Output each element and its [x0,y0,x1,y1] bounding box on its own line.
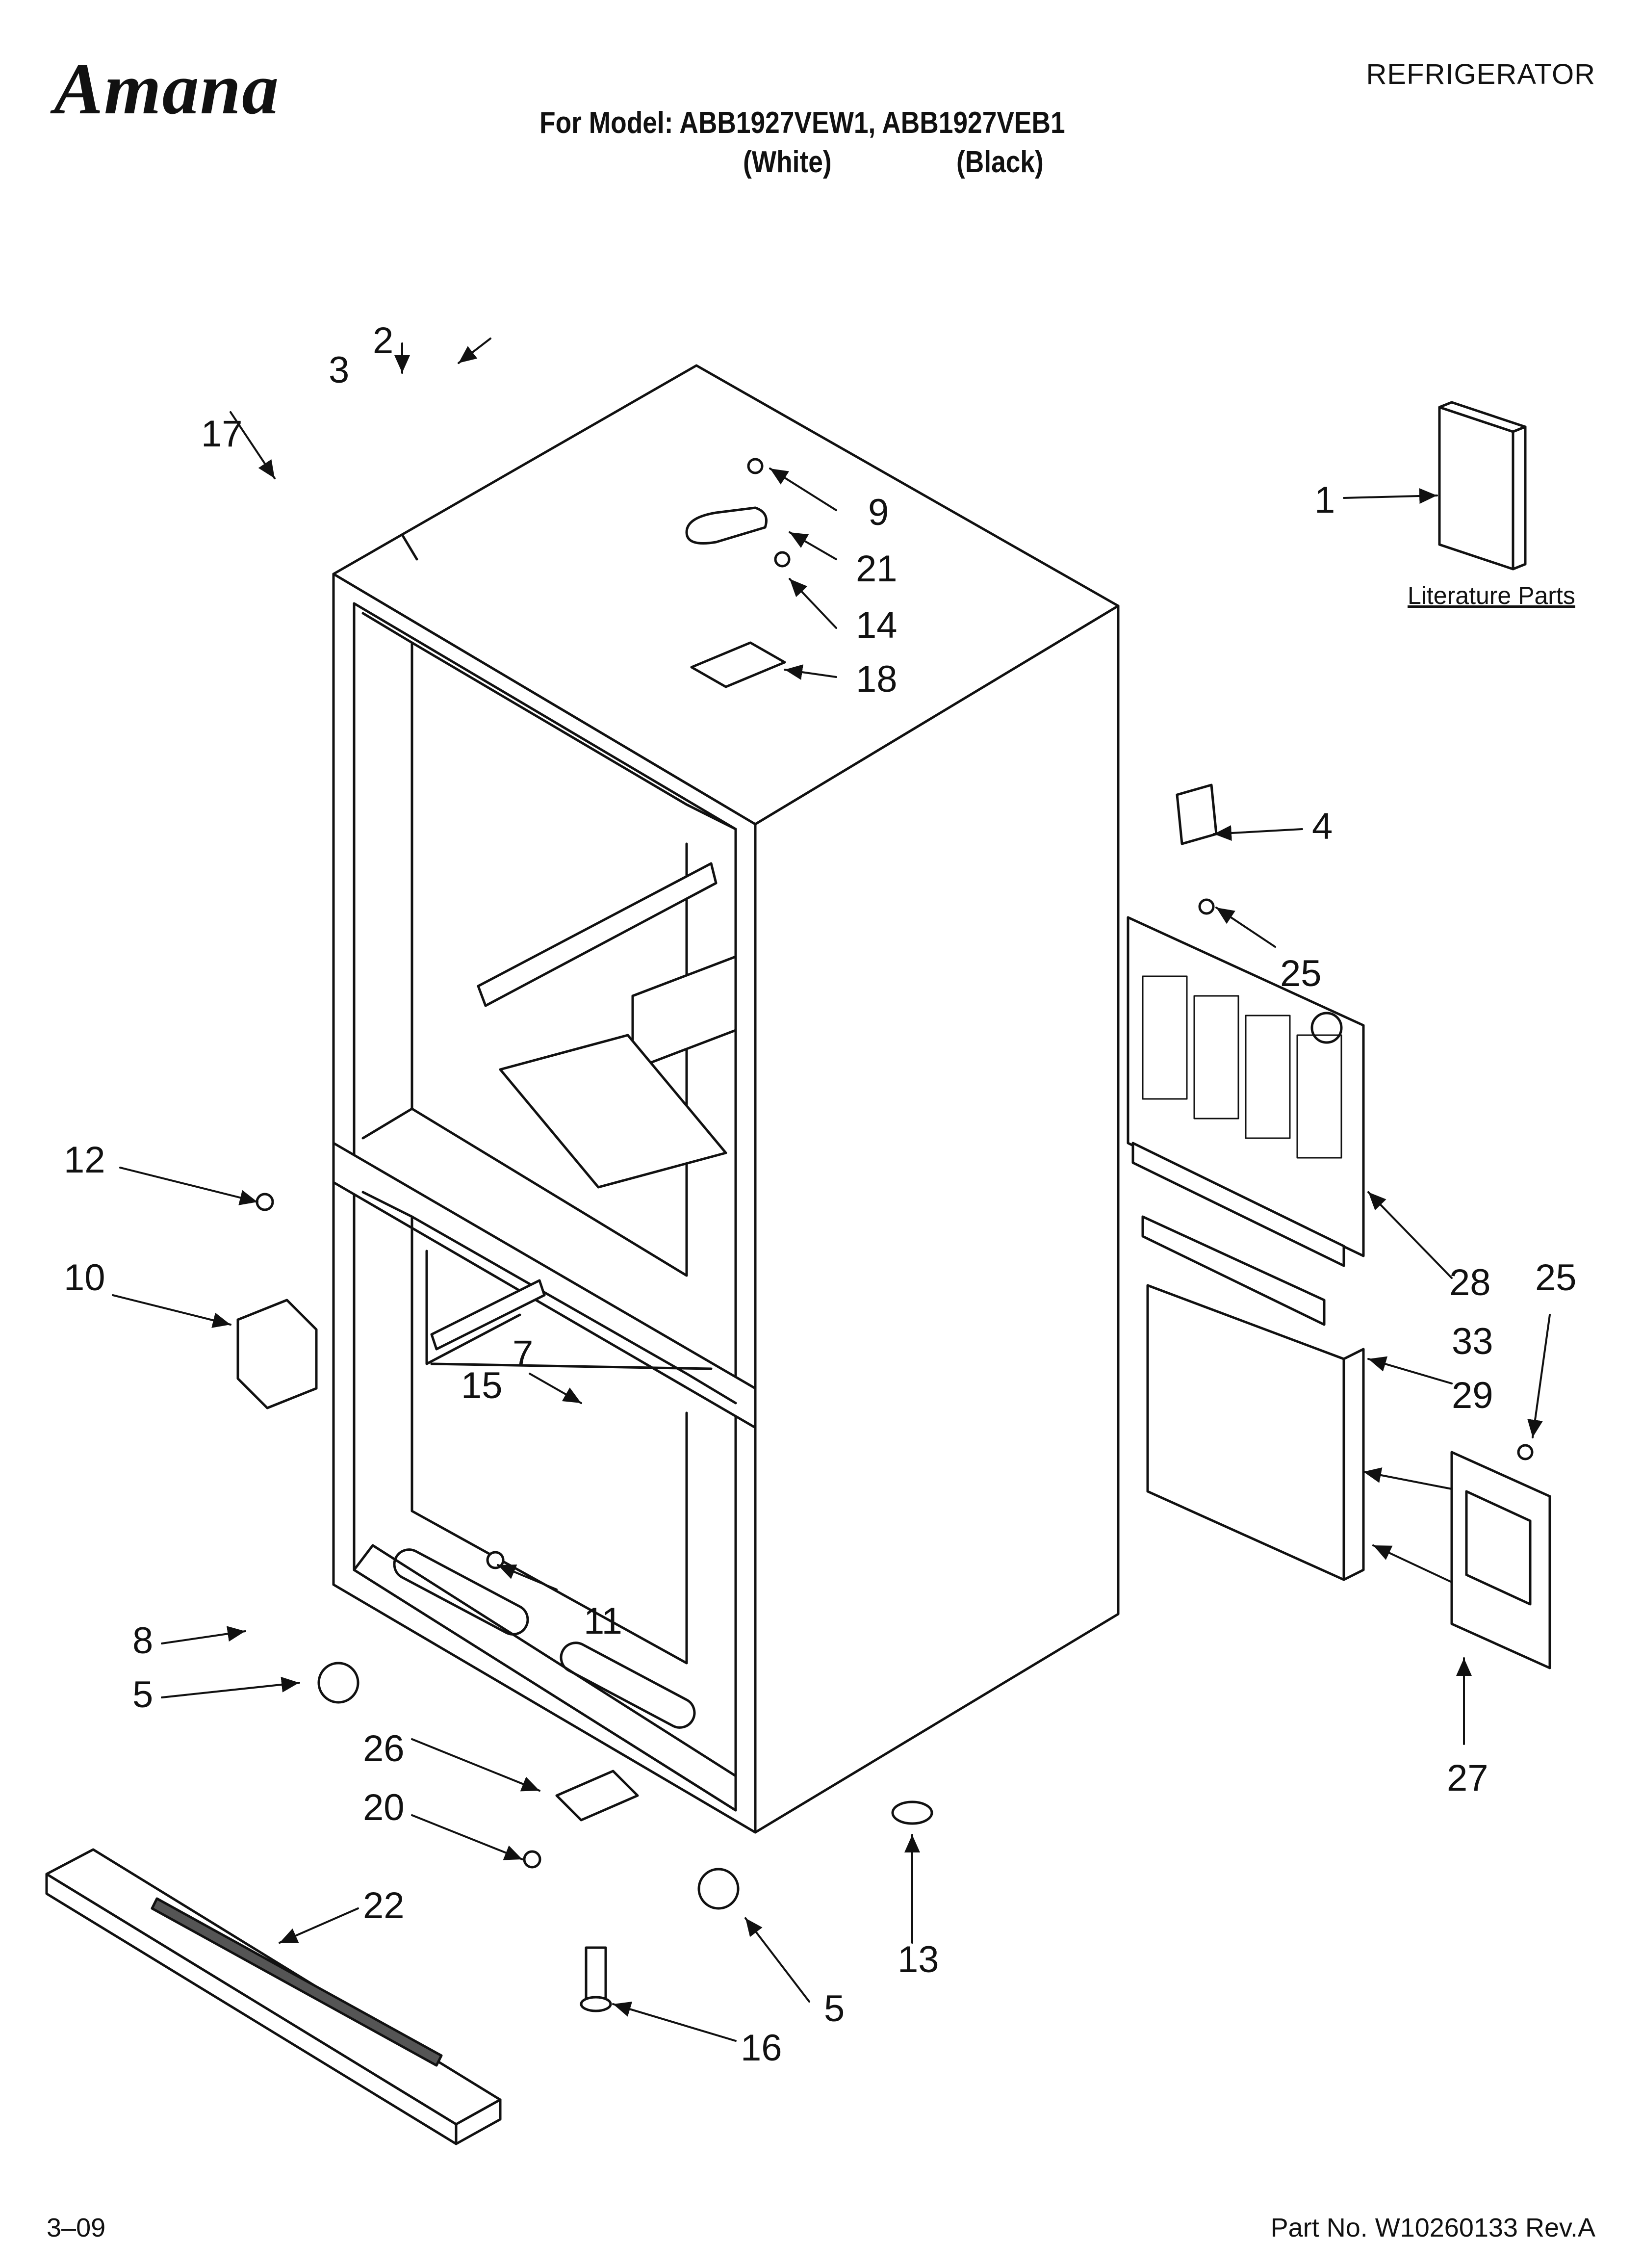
trim-strips [401,533,418,561]
callout-7: 7 [513,1333,533,1375]
callout-15: 15 [461,1365,503,1407]
toe-grille [45,1848,502,2145]
part-number: Part No. W10260133 Rev.A [1270,2213,1595,2242]
callout-14: 14 [856,604,898,646]
casters [317,1662,740,1910]
literature-book [1438,401,1527,571]
leader-arrows [112,338,1551,2042]
callout-2: 2 [373,320,393,362]
amana-logo: Amana [54,48,280,130]
compressor-bracket [1450,1451,1551,1669]
callout-22: 22 [363,1885,405,1927]
hinge-bottom [555,1770,639,1822]
hinge-top [685,506,786,688]
callout-12: 12 [64,1139,105,1181]
callout-28: 28 [1449,1262,1491,1303]
callout-5-b: 5 [824,1988,845,2030]
callout-5: 5 [132,1674,153,1716]
screws [256,458,1534,1869]
callout-26: 26 [363,1728,405,1770]
callout-4: 4 [1312,806,1333,847]
callout-20: 20 [363,1787,405,1828]
literature-parts-label: Literature Parts [1408,582,1575,609]
callout-18: 18 [856,658,898,700]
callout-29: 29 [1452,1375,1493,1416]
callout-33: 33 [1452,1321,1493,1362]
callout-numbers: 1 2 3 4 5 5 7 8 9 10 11 12 13 14 15 16 1… [64,320,1577,2069]
callout-8: 8 [132,1620,153,1662]
callout-11: 11 [584,1600,622,1642]
model-title: For Model: ABB1927VEW1, ABB1927VEB1 [539,106,1065,140]
cabinet [332,364,1120,1834]
callout-21: 21 [856,548,898,590]
callout-25: 25 [1280,953,1322,994]
control-housing [236,1299,318,1409]
callout-17: 17 [201,413,243,455]
leveler-foot [580,1946,612,2012]
variant-white: (White) [743,145,832,179]
product-category: REFRIGERATOR [1366,58,1595,90]
revision-date: 3–09 [47,2213,106,2242]
callout-9: 9 [868,492,889,533]
variant-black: (Black) [956,145,1044,179]
callout-1: 1 [1314,479,1335,521]
callout-3: 3 [329,349,349,391]
rear-access-panel [1127,916,1365,1581]
callout-10: 10 [64,1257,105,1299]
callout-16: 16 [741,2027,782,2069]
callout-27: 27 [1447,1757,1488,1799]
plug-button [891,1800,933,1825]
callout-25-b: 25 [1535,1257,1577,1299]
rating-label [1176,783,1218,845]
callout-13: 13 [898,1939,939,1981]
